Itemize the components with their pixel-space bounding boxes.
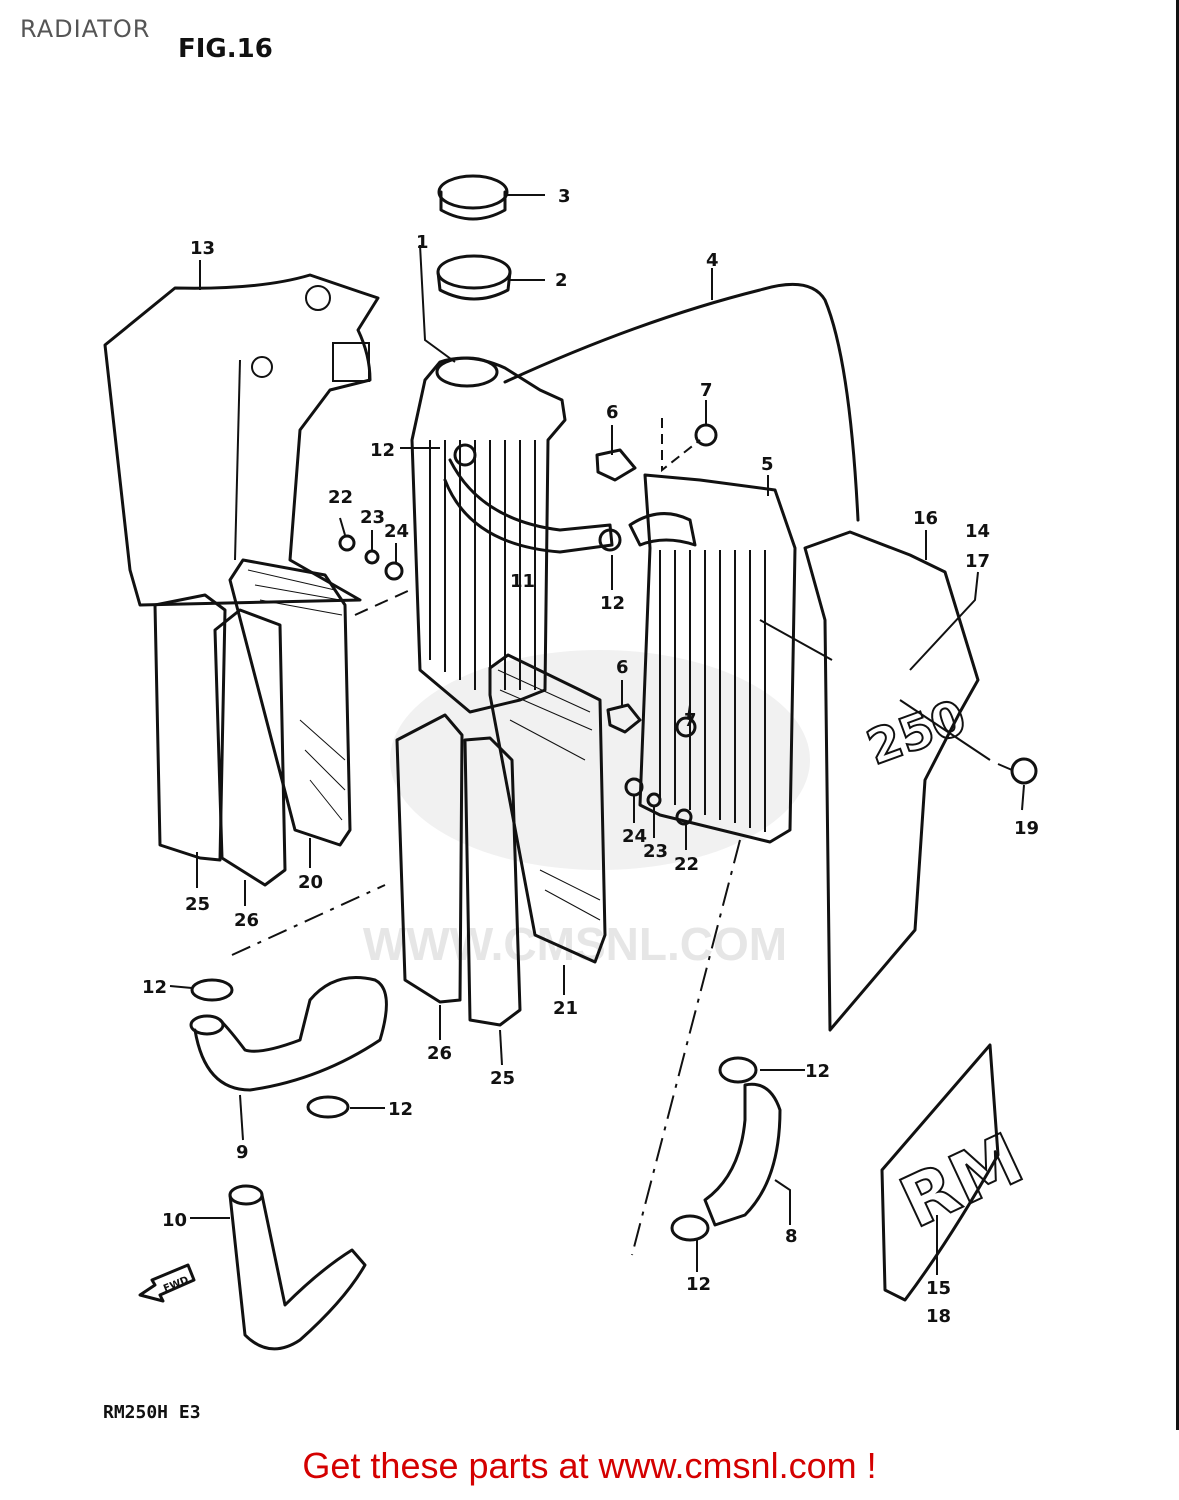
callout-6-upper: 6: [606, 402, 619, 423]
fitting-lower[interactable]: [606, 703, 642, 734]
figure-label: FIG.16: [178, 34, 273, 64]
callout-7-upper: 7: [700, 380, 713, 401]
lower-hose[interactable]: [189, 976, 388, 1092]
collar-23-right[interactable]: [646, 792, 662, 808]
callout-6-lower: 6: [616, 657, 629, 678]
callout-18: 18: [926, 1306, 951, 1327]
callout-5: 5: [761, 454, 774, 475]
callout-2: 2: [555, 270, 568, 291]
callout-25-front: 25: [490, 1068, 515, 1089]
callout-24-right: 24: [622, 826, 647, 847]
shroud-decal-text: 250: [860, 689, 973, 776]
hose-clamp-2[interactable]: [598, 528, 622, 552]
callout-25-left: 25: [185, 894, 210, 915]
callout-12-clamp-right: 12: [805, 1061, 830, 1082]
left-guard-outer[interactable]: [153, 593, 227, 862]
callout-23-right: 23: [643, 841, 668, 862]
callout-21: 21: [553, 998, 578, 1019]
forward-arrow: FWD: [138, 1263, 196, 1303]
watermark: WWW.CMSNL.COM: [363, 650, 810, 970]
callout-16: 16: [913, 508, 938, 529]
section-title: RADIATOR: [20, 15, 151, 43]
callouts: 3 2 1 4 5 6 7 12 11 12 13 22 23 24 6 7 2…: [142, 186, 1039, 1327]
callout-14: 14: [965, 521, 990, 542]
callout-19: 19: [1014, 818, 1039, 839]
left-shroud[interactable]: [103, 273, 380, 607]
front-guard-inner[interactable]: [395, 713, 464, 1004]
collar-23-left[interactable]: [364, 549, 380, 565]
rm-decal[interactable]: RM: [880, 1043, 1036, 1302]
callout-22-right: 22: [674, 854, 699, 875]
leader-lines: [169, 194, 1025, 1275]
grommet-24-right[interactable]: [624, 777, 644, 797]
callout-12-clamp-lower: 12: [388, 1099, 413, 1120]
callout-9: 9: [236, 1142, 249, 1163]
callout-26-left: 26: [234, 910, 259, 931]
right-radiator[interactable]: [628, 473, 797, 844]
bolt-22-right[interactable]: [675, 808, 693, 826]
shroud-screw[interactable]: [997, 757, 1038, 785]
left-screen[interactable]: [228, 558, 352, 847]
model-code: RM250H E3: [103, 1402, 201, 1423]
callout-7-lower: 7: [684, 710, 697, 731]
exploded-parts-diagram: WWW.CMSNL.COM: [103, 174, 1039, 1351]
callout-1: 1: [416, 232, 429, 253]
callout-3: 3: [558, 186, 571, 207]
callout-12-radiator: 12: [370, 440, 395, 461]
right-shroud[interactable]: 250: [803, 530, 980, 1032]
callout-17: 17: [965, 551, 990, 572]
radiator-cap[interactable]: [437, 174, 509, 221]
fitting-upper[interactable]: [595, 448, 637, 482]
callout-10: 10: [162, 1210, 187, 1231]
bolt-22-left[interactable]: [338, 534, 356, 552]
callout-8: 8: [785, 1226, 798, 1247]
callout-13: 13: [190, 238, 215, 259]
footer-link-text[interactable]: Get these parts at www.cmsnl.com !: [302, 1445, 877, 1486]
grommet-24-left[interactable]: [384, 561, 404, 581]
front-guard-outer[interactable]: [463, 736, 522, 1027]
callout-22-left: 22: [328, 487, 353, 508]
callout-11: 11: [510, 571, 535, 592]
page-border: [1176, 0, 1179, 1430]
left-guard-inner[interactable]: [213, 608, 287, 887]
forward-arrow-label: FWD: [162, 1275, 190, 1295]
radiator-cap-alt[interactable]: [436, 254, 512, 301]
callout-26-front: 26: [427, 1043, 452, 1064]
upper-right-hose[interactable]: [703, 1082, 782, 1227]
callout-24-left: 24: [384, 521, 409, 542]
bottom-hose[interactable]: [228, 1184, 367, 1351]
bolt-lower[interactable]: [675, 716, 697, 738]
watermark-text: WWW.CMSNL.COM: [363, 918, 787, 970]
hose-clamp-3[interactable]: [190, 978, 234, 1002]
callout-23-left: 23: [360, 507, 385, 528]
callout-20: 20: [298, 872, 323, 893]
hose-clamp-6[interactable]: [670, 1214, 710, 1242]
hose-clamp-5[interactable]: [718, 1056, 758, 1084]
callout-12-hose: 12: [600, 593, 625, 614]
callout-15: 15: [926, 1278, 951, 1299]
callout-12-clamp-bottom: 12: [686, 1274, 711, 1295]
callout-4: 4: [706, 250, 719, 271]
hose-clamp-1[interactable]: [453, 443, 477, 467]
front-screen[interactable]: [488, 653, 607, 964]
short-hose[interactable]: [443, 458, 614, 554]
hose-clamp-4[interactable]: [306, 1095, 350, 1119]
breather-hose[interactable]: [503, 282, 860, 522]
callout-12-clamp-left: 12: [142, 977, 167, 998]
